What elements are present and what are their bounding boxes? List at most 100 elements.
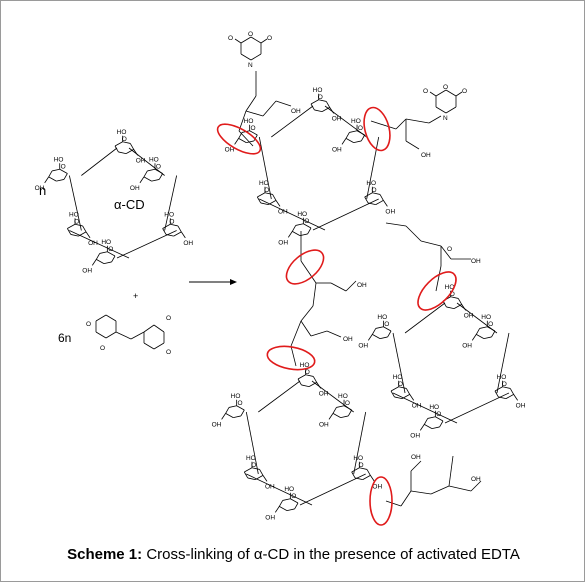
hydroxyl-label: OH (291, 108, 301, 115)
hydroxyl-label: OH (411, 454, 421, 461)
ring-oxygen-label: O (318, 94, 323, 101)
hydroxyl-label: HO (393, 374, 403, 381)
ring-oxygen-label: O (61, 163, 66, 170)
hydroxyl-label: OH (357, 282, 367, 289)
hydroxyl-label: HO (481, 314, 491, 321)
hydroxyl-label: OH (319, 390, 329, 397)
ring-oxygen-label: O (156, 163, 161, 170)
highlight-ester-circle (417, 271, 457, 311)
hydroxyl-label: OH (516, 402, 526, 409)
hydroxyl-label: OH (130, 185, 140, 192)
ring-oxygen-label: O (122, 136, 127, 143)
amine-nitrogen-label: N (248, 62, 253, 69)
ring-oxygen-label: O (502, 381, 507, 388)
carbonyl-oxygen-label: O (267, 35, 272, 42)
ring-oxygen-label: O (74, 218, 79, 225)
reaction-arrow (189, 279, 237, 285)
carbonyl-oxygen-label: O (462, 88, 467, 95)
ring-oxygen-label: O (436, 411, 441, 418)
ring-oxygen-label: O (291, 493, 296, 500)
hydroxyl-label: OH (35, 185, 45, 192)
hydroxyl-label: HO (231, 393, 241, 400)
ring-oxygen-label: O (345, 400, 350, 407)
ring-oxygen-label: O (371, 187, 376, 194)
hydroxyl-label: OH (343, 336, 353, 343)
hydroxyl-label: HO (149, 156, 159, 163)
ring-oxygen-label: O (488, 321, 493, 328)
ring-oxygen-label: O (304, 218, 309, 225)
carbonyl-oxygen-label: O (166, 315, 171, 322)
hydroxyl-label: OH (278, 239, 288, 246)
hydroxyl-label: HO (429, 404, 439, 411)
hydroxyl-label: OH (136, 157, 146, 164)
hydroxyl-label: HO (497, 374, 507, 381)
hydroxyl-label: HO (353, 455, 363, 462)
highlight-ester-circle (266, 345, 316, 371)
hydroxyl-label: OH (332, 115, 342, 122)
caption-label: Scheme 1: (67, 546, 143, 563)
chemical-structure-drawing: OOHHOOOHHOOOHHOOOHHOOOHHOOOHHOOOOOOOHHOO… (35, 31, 526, 526)
hydroxyl-label: HO (244, 118, 254, 125)
hydroxyl-label: OH (319, 421, 329, 428)
hydroxyl-label: OH (464, 312, 474, 319)
six-n-label: 6n (58, 331, 72, 345)
figure-caption: Scheme 1: Cross-linking of α-CD in the p… (1, 546, 585, 563)
hydroxyl-label: HO (259, 180, 269, 187)
carbonyl-oxygen-label: O (166, 349, 171, 356)
highlight-ester-circle (363, 106, 391, 152)
highlight-ester-circle (216, 123, 262, 155)
hydroxyl-label: HO (117, 129, 127, 136)
highlight-ester-circle (369, 476, 393, 526)
hydroxyl-label: OH (412, 402, 422, 409)
hydroxyl-label: HO (164, 211, 174, 218)
hydroxyl-label: OH (358, 342, 368, 349)
hydroxyl-label: OH (421, 152, 431, 159)
hydroxyl-label: HO (313, 87, 323, 94)
amine-nitrogen-label: N (443, 115, 448, 122)
hydroxyl-label: OH (225, 146, 235, 153)
hydroxyl-label: OH (265, 483, 275, 490)
hydroxyl-label: HO (54, 156, 64, 163)
hydroxyl-label: OH (471, 476, 481, 483)
plus-sign: + (133, 291, 139, 301)
hydroxyl-label: OH (372, 483, 382, 490)
hydroxyl-label: HO (338, 393, 348, 400)
hydroxyl-label: HO (246, 455, 256, 462)
hydroxyl-label: OH (183, 240, 193, 247)
ring-oxygen-label: O (305, 369, 310, 376)
carbonyl-oxygen-label: O (86, 321, 91, 328)
ring-oxygen-label: O (450, 291, 455, 298)
ring-oxygen-label: O (251, 125, 256, 132)
hydroxyl-label: HO (69, 211, 79, 218)
carbonyl-oxygen-label: O (423, 88, 428, 95)
alpha-cd-label: α-CD (114, 197, 145, 212)
hydroxyl-label: OH (212, 421, 222, 428)
hydroxyl-label: OH (265, 514, 275, 521)
hydroxyl-label: HO (101, 239, 111, 246)
ring-oxygen-label: O (384, 321, 389, 328)
hydroxyl-label: HO (377, 314, 387, 321)
hydroxyl-label: OH (385, 208, 395, 215)
hydroxyl-label: OH (410, 432, 420, 439)
carbonyl-oxygen-label: O (228, 35, 233, 42)
carbonyl-oxygen-label: O (100, 345, 105, 352)
hydroxyl-label: HO (300, 362, 310, 369)
hydroxyl-label: HO (351, 118, 361, 125)
ring-oxygen-label: O (358, 462, 363, 469)
ring-oxygen-label: O (238, 400, 243, 407)
caption-text: Cross-linking of α-CD in the presence of… (142, 546, 520, 563)
highlight-ester-circle (285, 249, 325, 285)
ring-oxygen-label: O (108, 246, 113, 253)
n-label: n (39, 183, 47, 198)
hydroxyl-label: HO (284, 486, 294, 493)
anhydride-oxygen-label: O (248, 31, 253, 38)
ring-oxygen-label: O (264, 187, 269, 194)
carbonyl-oxygen-label: O (447, 246, 452, 253)
anhydride-oxygen-label: O (443, 84, 448, 91)
hydroxyl-label: HO (445, 284, 455, 291)
ring-oxygen-label: O (169, 218, 174, 225)
hydroxyl-label: HO (297, 211, 307, 218)
hydroxyl-label: HO (366, 180, 376, 187)
hydroxyl-label: OH (471, 258, 481, 265)
